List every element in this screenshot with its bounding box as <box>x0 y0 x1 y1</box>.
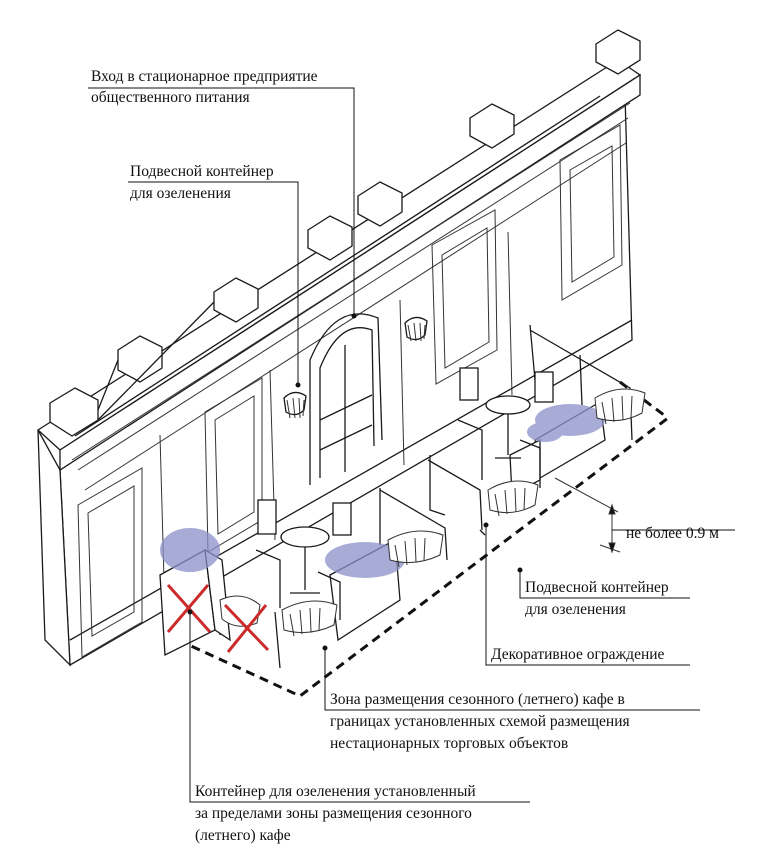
label-outside-line2: за пределами зоны размещения сезонного <box>195 805 472 822</box>
label-hanging-right-line1: Подвесной контейнер <box>525 579 669 596</box>
flower-planting-icon <box>160 528 405 578</box>
terrace-right <box>427 324 646 536</box>
flower-planting-icon <box>527 404 605 442</box>
label-hanging-top-line2: для озеленения <box>130 185 231 202</box>
label-entrance-line1: Вход в стационарное предприятие <box>91 68 318 85</box>
fence-planter-right <box>487 388 646 517</box>
label-outside-line3: (летнего) кафе <box>195 827 291 844</box>
height-dimension <box>554 477 621 554</box>
label-hanging-right-line2: для озеленения <box>525 601 626 618</box>
label-entrance-line2: общественного питания <box>91 89 250 106</box>
red-cross-icon <box>166 584 270 653</box>
label-zone-line1: Зона размещения сезонного (летнего) кафе… <box>330 691 625 708</box>
fence-planter-left <box>219 530 444 637</box>
hanging-container-left <box>283 391 307 419</box>
label-hanging-top-line1: Подвесной контейнер <box>130 163 274 180</box>
table-set-right <box>457 367 554 488</box>
building-facade <box>36 29 642 667</box>
window-right <box>559 124 623 301</box>
label-zone-line2: границах установленных схемой размещения <box>330 713 630 730</box>
terrace-left <box>159 488 448 669</box>
label-fence: Декоративное ограждение <box>491 646 665 663</box>
entrance-door <box>309 313 383 485</box>
window-left <box>77 467 143 658</box>
window-mid-right <box>431 209 498 385</box>
label-zone-line3: нестационарных торговых объектов <box>330 735 569 752</box>
label-height: не более 0.9 м <box>626 525 719 542</box>
label-outside-line1: Контейнер для озеленения установленный <box>195 783 476 800</box>
table-set-left <box>255 499 352 620</box>
leader-lines <box>88 87 735 803</box>
hanging-container-right <box>404 316 428 342</box>
